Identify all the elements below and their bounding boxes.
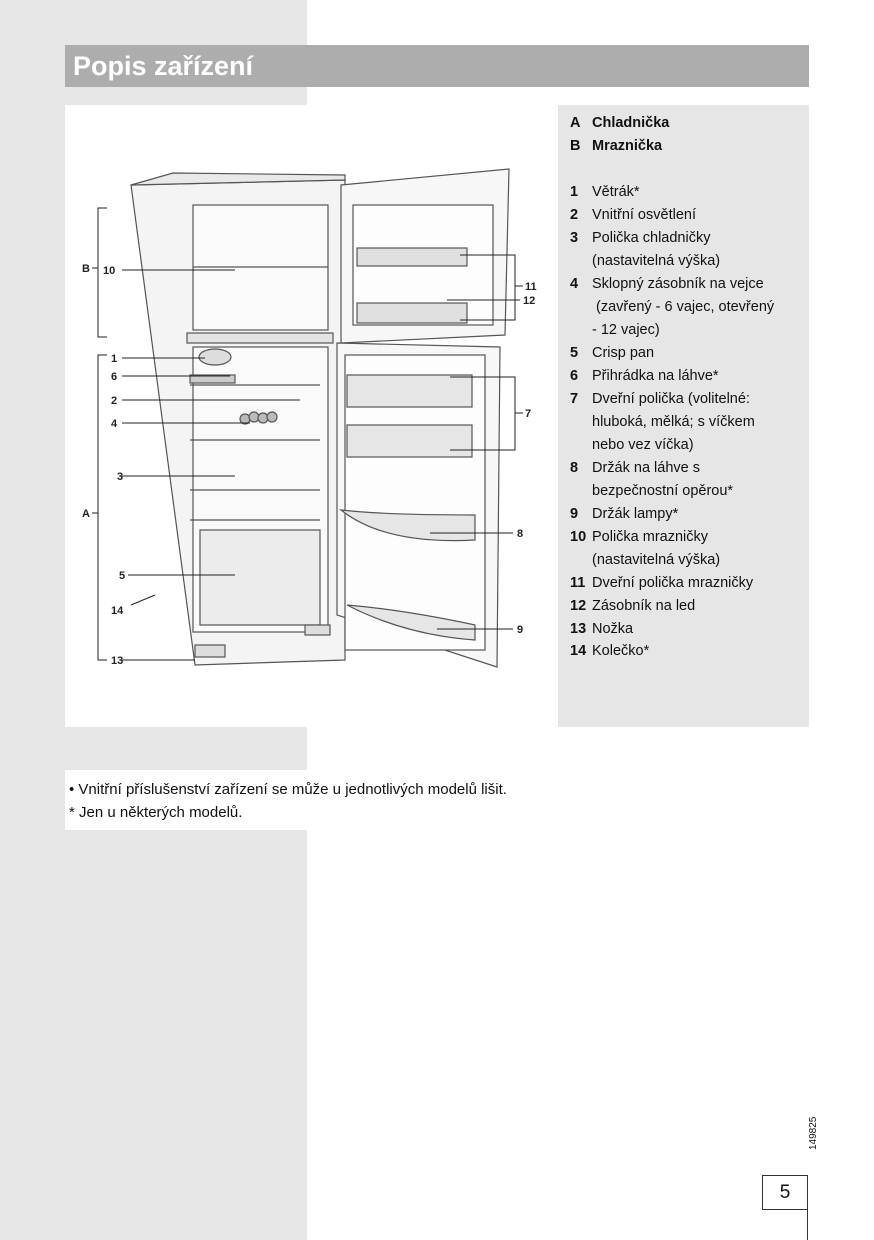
callout-B: B: [82, 263, 90, 275]
page-title: Popis zařízení: [65, 45, 809, 87]
notes-section: • Vnitřní příslušenství zařízení se může…: [65, 770, 565, 830]
callout-12: 12: [523, 295, 535, 307]
callout-A: A: [82, 508, 90, 520]
callout-3: 3: [117, 471, 123, 483]
note-bullet: • Vnitřní příslušenství zařízení se může…: [69, 781, 507, 798]
callout-7: 7: [525, 408, 531, 420]
fridge-cabinet: [130, 172, 346, 666]
callout-14: 14: [111, 605, 124, 617]
callout-2: 2: [111, 395, 117, 407]
page-number: 5: [762, 1175, 808, 1210]
callout-11: 11: [525, 281, 537, 293]
callout-10: 10: [103, 265, 115, 277]
callout-6: 6: [111, 371, 117, 383]
callout-leaders: [92, 207, 523, 661]
callout-8: 8: [517, 528, 523, 540]
callout-1: 1: [111, 353, 117, 365]
page-number-rule: [807, 1209, 808, 1240]
note-asterisk: * Jen u některých modelů.: [69, 804, 243, 821]
callout-4: 4: [111, 418, 118, 430]
fridge-door: [336, 342, 501, 668]
fridge-diagram: B 10 A 1 6 2 4 3 5 14 13 11 12 7 8 9: [65, 105, 545, 727]
callout-13: 13: [111, 655, 123, 667]
callout-9: 9: [517, 624, 523, 636]
fridge-illustration: B 10 A 1 6 2 4 3 5 14 13 11 12 7 8 9: [82, 168, 537, 668]
callout-5: 5: [119, 570, 125, 582]
freezer-door: [340, 168, 510, 344]
document-number: 149825: [808, 1116, 819, 1150]
